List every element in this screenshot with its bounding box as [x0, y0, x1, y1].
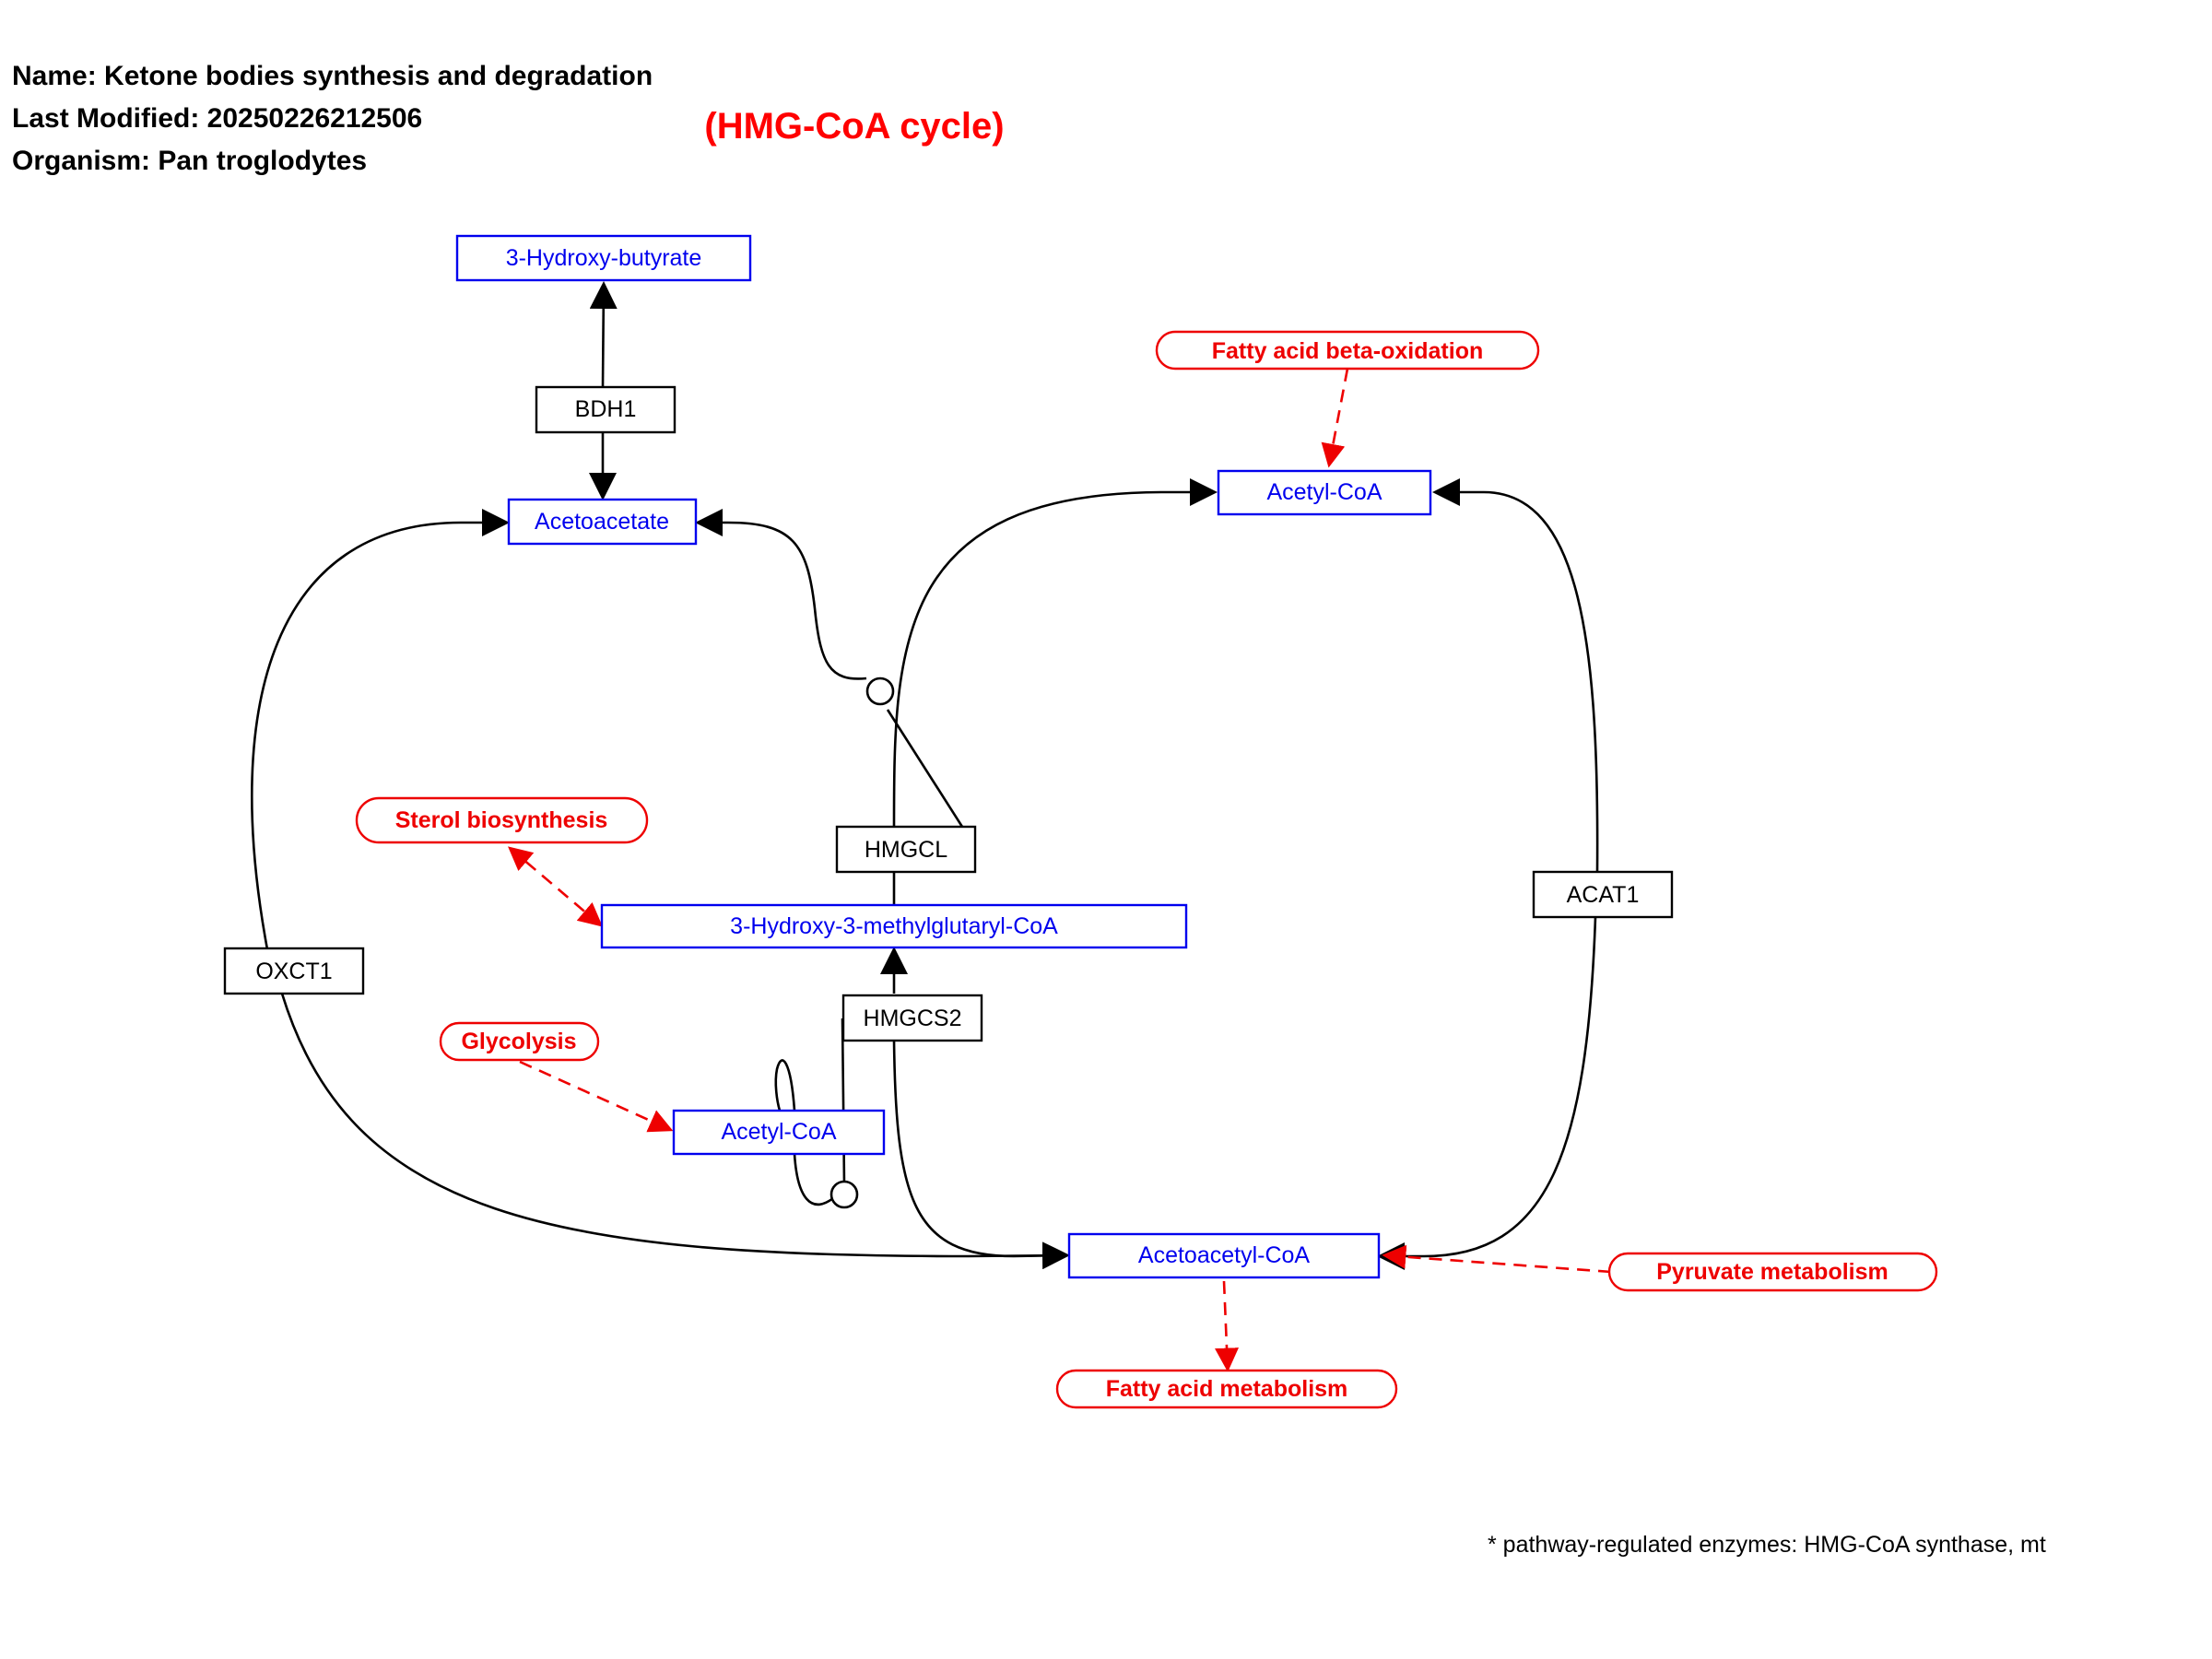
- pathway-fatty-acid-metabolism[interactable]: Fatty acid metabolism: [1055, 1369, 1398, 1409]
- pathway-pyruvate-metabolism[interactable]: Pyruvate metabolism: [1607, 1252, 1938, 1292]
- gene-label: ACAT1: [1567, 882, 1640, 908]
- edge-sterol-hmg-coa: [508, 846, 603, 927]
- pathway-sterol-biosynthesis[interactable]: Sterol biosynthesis: [355, 796, 649, 844]
- footnote: * pathway-regulated enzymes: HMG-CoA syn…: [1488, 1532, 2046, 1558]
- pathway-glycolysis[interactable]: Glycolysis: [439, 1021, 600, 1062]
- edge-glycolysis-to-acetyl-coa: [519, 1060, 674, 1133]
- metabolite-acetoacetate[interactable]: Acetoacetate: [507, 498, 698, 546]
- hmgcl-junction-node: [865, 677, 895, 706]
- edge-hmgcl-to-acetyl-coa: [892, 478, 1218, 828]
- organism: Organism: Pan troglodytes: [12, 146, 367, 176]
- edge-acat1-to-acetyl-coa: [1432, 478, 1599, 872]
- metabolite-acetoacetyl-coa[interactable]: Acetoacetyl-CoA: [1067, 1232, 1381, 1279]
- gene-bdh1[interactable]: BDH1: [535, 385, 677, 434]
- pathway-fatty-acid-beta-oxidation[interactable]: Fatty acid beta-oxidation: [1155, 330, 1540, 371]
- metabolite-label: Acetyl-CoA: [1266, 479, 1382, 505]
- edge-acetoacetyl-coa-to-fatty-acid: [1215, 1280, 1240, 1372]
- gene-label: OXCT1: [255, 959, 332, 984]
- edge-acat1-to-acetoacetyl-coa: [1377, 916, 1597, 1270]
- metabolite-label: 3-Hydroxy-3-methylglutaryl-CoA: [730, 913, 1058, 939]
- gene-hmgcs2[interactable]: HMGCS2: [841, 994, 983, 1042]
- gene-acat1[interactable]: ACAT1: [1532, 870, 1674, 919]
- edge-acetyl-coa-loop-in: [793, 1153, 834, 1206]
- edge-oxct1-to-acetoacetyl-coa: [280, 993, 1070, 1270]
- edge-hmgcs2-side: [841, 1018, 846, 1186]
- edge-hmgcs2-to-acetoacetyl-coa: [892, 1039, 1068, 1258]
- gene-label: HMGCL: [865, 837, 947, 863]
- metabolite-acetyl-coa-top[interactable]: Acetyl-CoA: [1217, 469, 1432, 516]
- metabolite-label: 3-Hydroxy-butyrate: [506, 245, 702, 271]
- edge-hmgcl-to-node: [886, 709, 964, 828]
- metabolite-hmg-coa[interactable]: 3-Hydroxy-3-methylglutaryl-CoA: [600, 903, 1188, 949]
- pathway-name: Name: Ketone bodies synthesis and degrad…: [12, 61, 653, 91]
- edge-oxct1-to-acetoacetate: [250, 509, 510, 950]
- edge-bdh1-to-hydroxybutyrate: [589, 281, 618, 388]
- gene-label: HMGCS2: [864, 1006, 962, 1031]
- edge-hmgcl-to-acetoacetate: [695, 509, 867, 680]
- gene-oxct1[interactable]: OXCT1: [223, 947, 365, 995]
- pathway-label: Sterol biosynthesis: [395, 807, 608, 833]
- header: Name: Ketone bodies synthesis and degrad…: [12, 61, 1005, 176]
- gene-label: BDH1: [575, 396, 637, 422]
- metabolite-hydroxybutyrate[interactable]: 3-Hydroxy-butyrate: [455, 234, 752, 282]
- last-modified: Last Modified: 20250226212506: [12, 103, 422, 134]
- pathway-subtitle: (HMG-CoA cycle): [704, 106, 1004, 147]
- gene-hmgcl[interactable]: HMGCL: [835, 825, 977, 874]
- metabolite-label: Acetoacetate: [535, 509, 669, 535]
- pathway-label: Pyruvate metabolism: [1656, 1259, 1888, 1285]
- pathway-label: Glycolysis: [461, 1029, 576, 1054]
- metabolite-label: Acetoacetyl-CoA: [1138, 1242, 1311, 1268]
- pathway-label: Fatty acid beta-oxidation: [1212, 338, 1483, 364]
- metabolite-acetyl-coa-bottom[interactable]: Acetyl-CoA: [672, 1109, 886, 1156]
- pathway-label: Fatty acid metabolism: [1106, 1376, 1348, 1402]
- hmgcs2-junction-node: [830, 1180, 859, 1209]
- edge-acetyl-coa-loop-top: [774, 1059, 796, 1112]
- edges: [250, 281, 1612, 1372]
- edge-pyruvate-to-acetoacetyl-coa: [1382, 1244, 1612, 1274]
- edge-beta-oxidation-to-acetyl-coa: [1321, 368, 1349, 468]
- metabolite-label: Acetyl-CoA: [721, 1119, 836, 1145]
